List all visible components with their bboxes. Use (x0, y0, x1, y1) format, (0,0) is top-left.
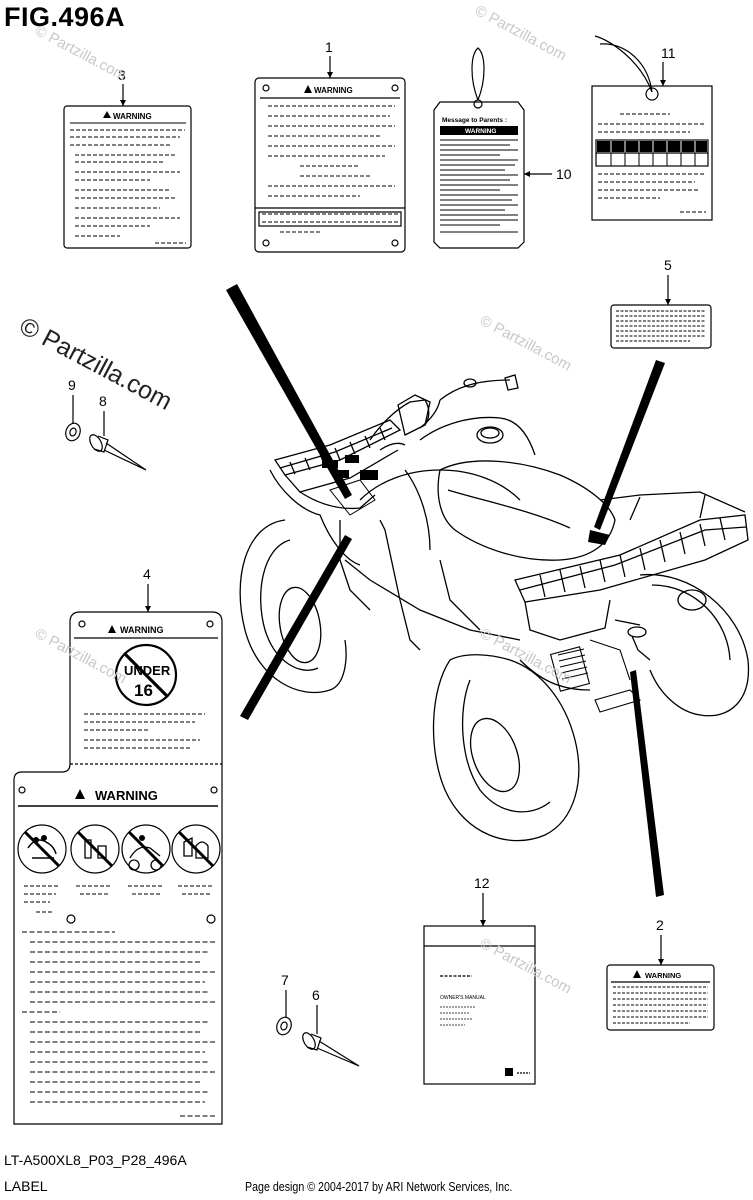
callout-9: 9 (68, 377, 76, 393)
rivet-part-6 (302, 1032, 360, 1067)
no-stunts-icon (171, 824, 221, 874)
leader-line-5 (594, 360, 665, 530)
owners-manual-title: OWNER'S MANUAL (440, 995, 486, 1001)
figure-title: FIG.496A (4, 2, 126, 32)
label-5 (610, 304, 712, 349)
label-4: WARNING UNDER 16 WARNING (13, 611, 223, 1125)
warning-triangle-icon (304, 85, 312, 93)
washer-part-9 (65, 422, 81, 442)
rivet-part-8 (89, 434, 147, 471)
age-16-text: 16 (134, 681, 153, 700)
label-11 (591, 35, 713, 221)
diagram-caption: LABEL (4, 1178, 48, 1194)
warning-triangle-icon (103, 111, 111, 118)
diagram-code: LT-A500XL8_P03_P28_496A (4, 1152, 187, 1168)
page-credit: Page design © 2004-2017 by ARI Network S… (245, 1179, 513, 1194)
callout-8: 8 (99, 393, 107, 409)
label-4-warning: WARNING (95, 788, 158, 803)
callout-2: 2 (656, 917, 664, 933)
label-10-warning: WARNING (465, 128, 496, 135)
callout-3: 3 (118, 67, 126, 83)
under-16-icon: UNDER 16 (114, 643, 178, 707)
suzuki-logo-icon (505, 1068, 513, 1076)
label-3: WARNING (63, 105, 192, 249)
label-3-warning: WARNING (113, 112, 152, 121)
no-passenger-icon (17, 824, 67, 874)
no-drugs-alcohol-icon (70, 824, 120, 874)
label-4-top-warning: WARNING (120, 625, 164, 635)
owners-manual-part-12: OWNER'S MANUAL (423, 925, 536, 1085)
no-reckless-riding-icon (121, 824, 171, 874)
prohibition-icons (17, 824, 221, 874)
leader-line-2 (630, 670, 664, 897)
leader-line-4 (240, 535, 352, 720)
washer-part-7 (276, 1016, 292, 1036)
callout-4: 4 (143, 566, 151, 582)
callout-5: 5 (664, 257, 672, 273)
label-10-message: Message to Parents : (442, 117, 507, 124)
callout-6: 6 (312, 987, 320, 1003)
leader-line-1 (226, 284, 352, 499)
callout-11: 11 (661, 45, 676, 61)
label-10-tag: Message to Parents : WARNING (433, 47, 525, 249)
callout-12: 12 (474, 875, 490, 891)
callout-10: 10 (556, 166, 572, 182)
label-2-warning: WARNING (645, 971, 681, 980)
label-1-warning: WARNING (314, 86, 353, 95)
label-2: WARNING (606, 964, 715, 1031)
callout-7: 7 (281, 972, 289, 988)
atv-illustration (239, 374, 750, 842)
callout-1: 1 (325, 39, 333, 55)
label-1: WARNING (254, 77, 406, 253)
